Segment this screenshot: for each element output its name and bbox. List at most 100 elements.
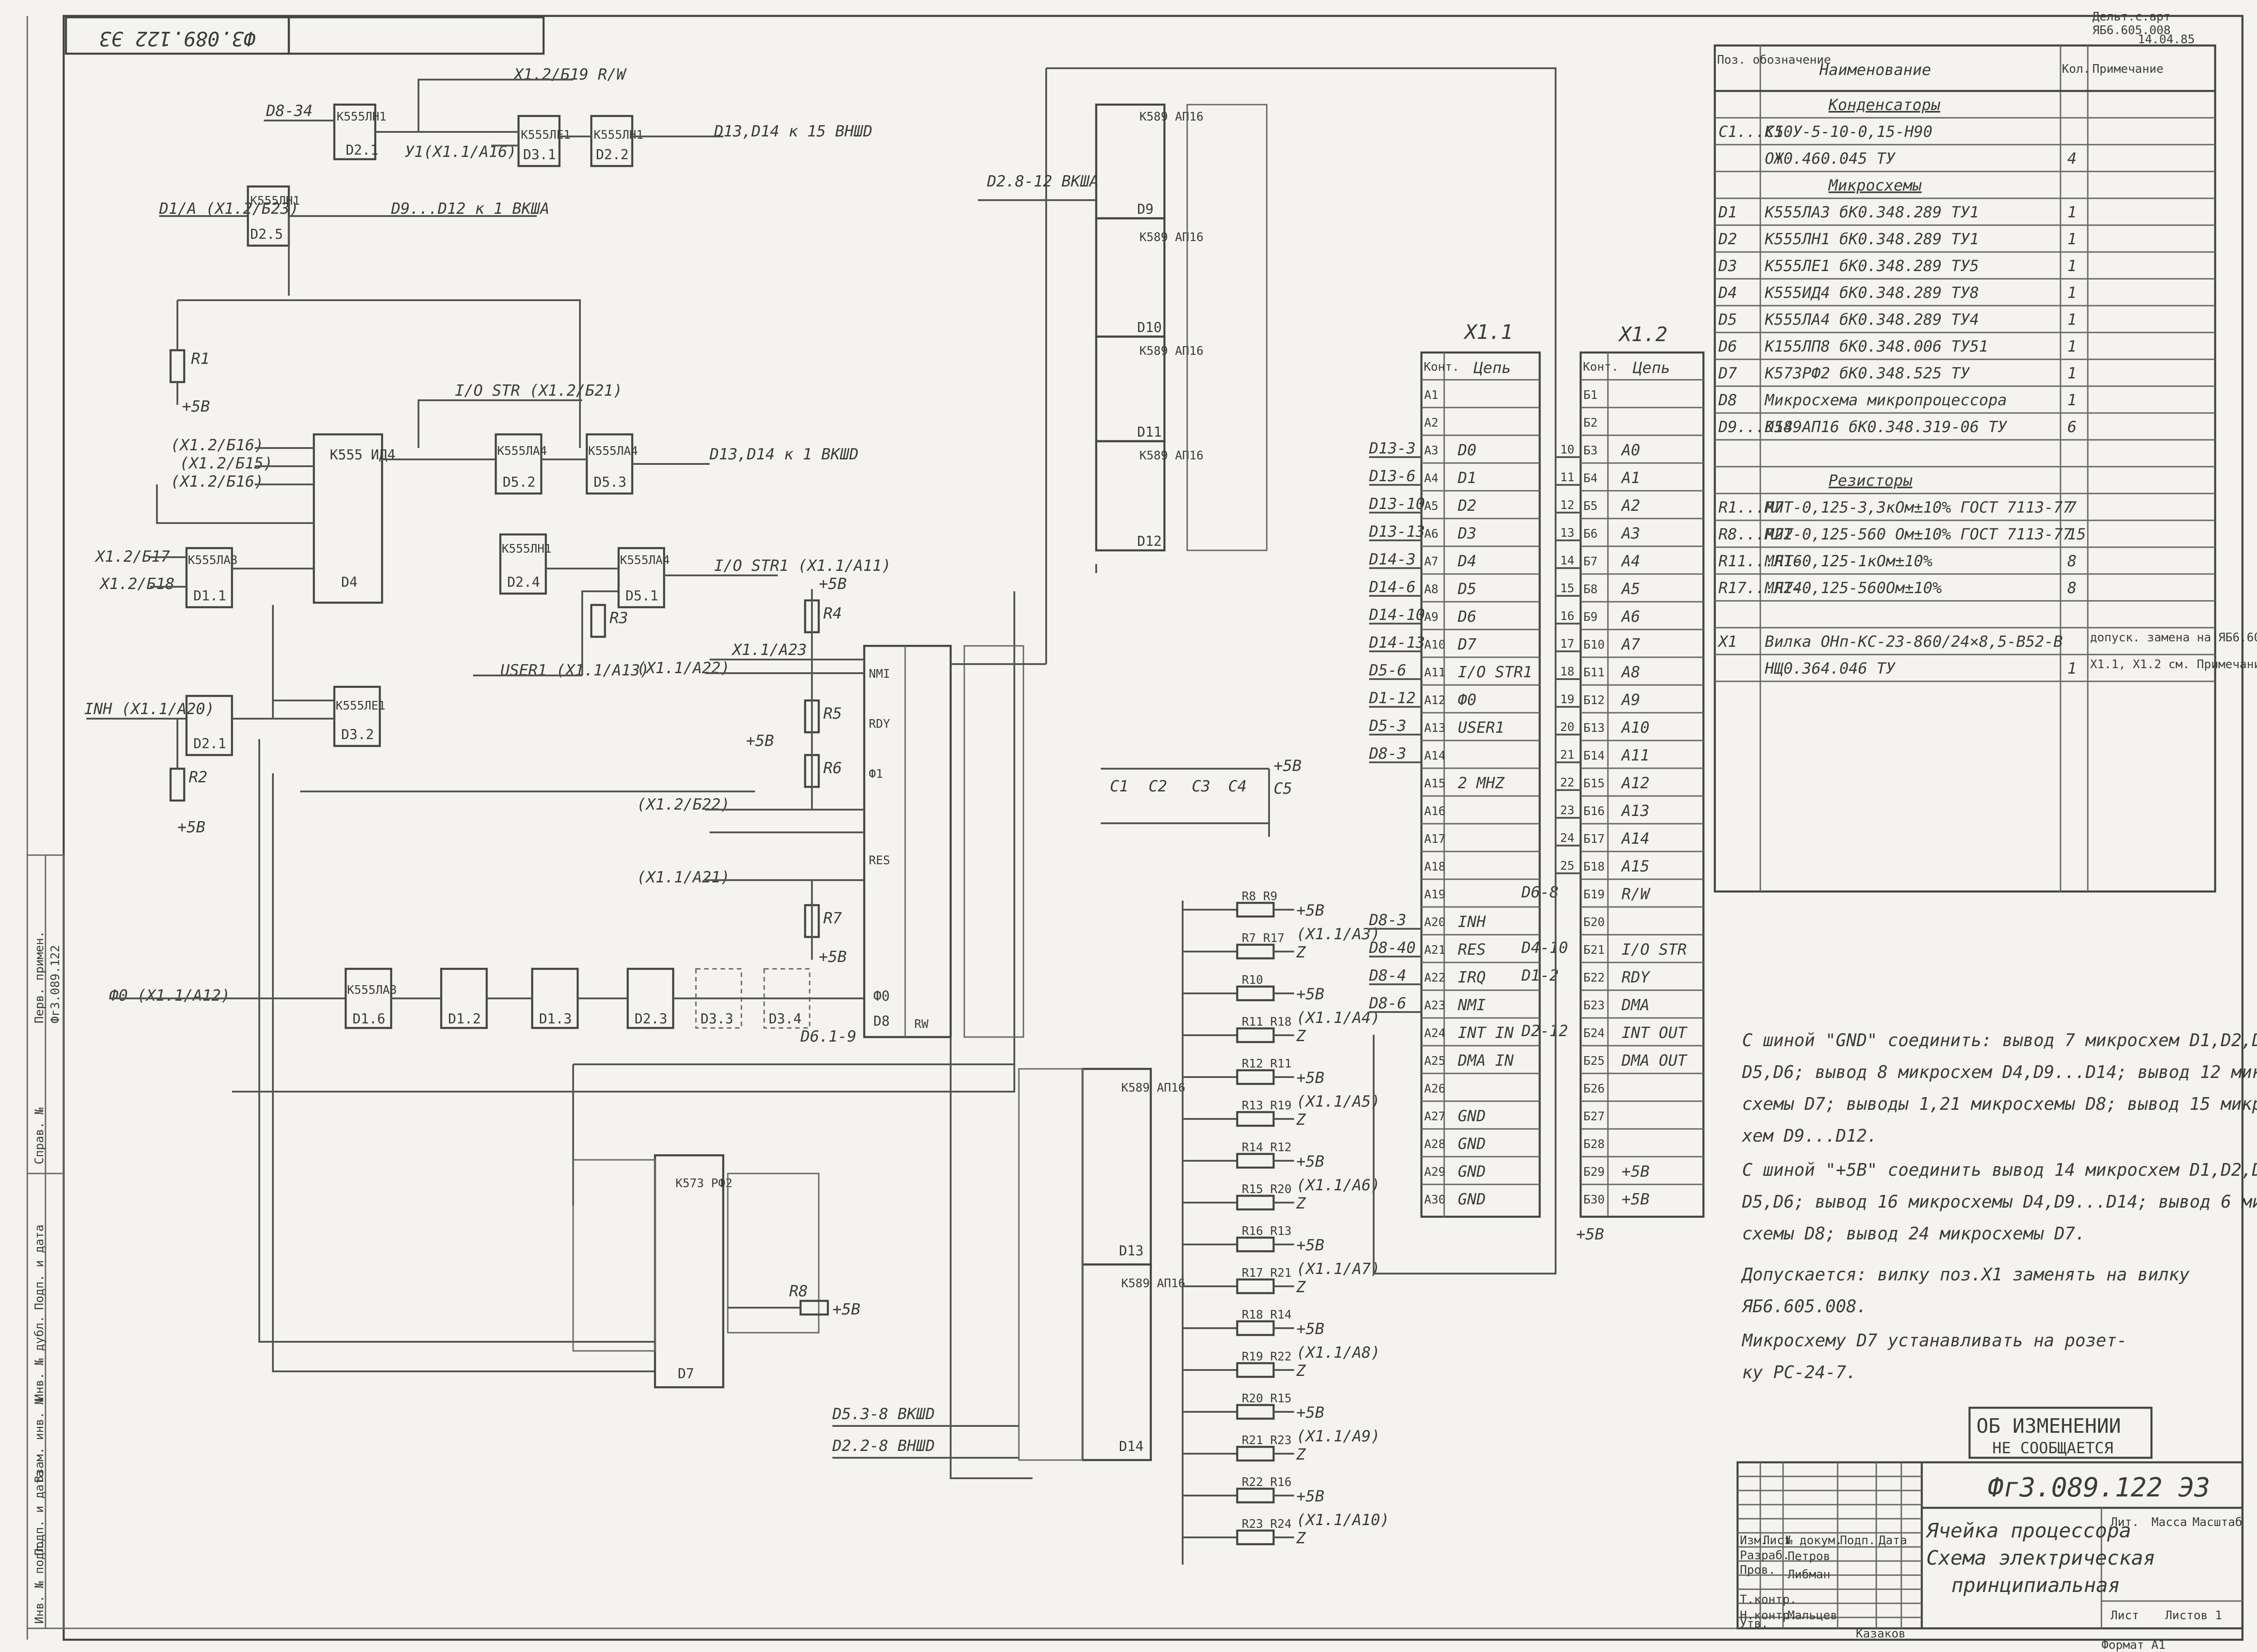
x11-net: D1 [1457, 469, 1476, 487]
margin-podp2: Подп. и дата [33, 1470, 46, 1556]
x11-left-net: D8-3 [1369, 745, 1406, 763]
ladder-resistor-label: R21 R23 [1242, 1434, 1292, 1447]
x11-net: IRQ [1458, 968, 1486, 987]
x12-net: A15 [1621, 857, 1649, 876]
tb-role: Пров. [1740, 1563, 1775, 1577]
x11-pin: A1 [1424, 388, 1438, 402]
x11-pin: A7 [1424, 555, 1438, 569]
ladder-rail: +5В [1296, 1320, 1324, 1338]
cap-c4: C4 [1228, 777, 1247, 796]
sig-rw: X1.2/Б19 R/W [513, 65, 627, 84]
bom-pos: R11...R16 [1718, 552, 1802, 570]
x11-net: INH [1458, 913, 1486, 931]
bom-name: ОЖ0.460.045 ТУ [1765, 150, 1896, 168]
ladder-rail: Z [1296, 1362, 1306, 1380]
bom-name: К555ЛН1 бК0.348.289 ТУ1 [1764, 230, 1979, 248]
svg-text:+5В: +5В [1274, 757, 1301, 775]
svg-text:D11: D11 [1137, 424, 1162, 440]
svg-text:R8: R8 [789, 1282, 808, 1300]
svg-text:D1.6: D1.6 [353, 1011, 385, 1027]
x12-left-pin: 25 [1560, 859, 1574, 873]
margin-vzam: Взам. инв. № [33, 1397, 46, 1483]
sig-io-str: I/O STR (X1.2/Б21) [455, 382, 622, 400]
lit-label: Лит. [2111, 1516, 2139, 1529]
sig-x11-a21: (X1.1/A21) [637, 868, 730, 886]
ladder-resistor-label: R17 R21 [1242, 1266, 1292, 1280]
capacitor-bank: +5В C1 C2 C3 C4 C5 [1101, 757, 1301, 837]
margin-inv-dubl: Инв. № дубл. [33, 1315, 46, 1401]
chip-d5-2-label: K555ЛА4 [497, 444, 547, 458]
svg-text:RDY: RDY [869, 717, 890, 731]
svg-text:+5В: +5В [819, 948, 846, 966]
x12-net: A6 [1621, 608, 1640, 626]
ladder-rail: Z [1296, 1529, 1306, 1547]
bom-name: МЛТ-0,125-560 Ом±10% ГОСТ 7113-77 [1764, 525, 2072, 544]
margin-doc: Фг3.089.122 [49, 945, 62, 1023]
sig-d9-d12: D9...D12 к 1 ВКША [391, 200, 549, 218]
svg-text:D2.3: D2.3 [635, 1011, 667, 1027]
svg-text:D1.2: D1.2 [448, 1011, 481, 1027]
change-line1: ОБ ИЗМЕНЕНИИ [1976, 1415, 2121, 1438]
x11-net: RES [1458, 941, 1486, 959]
x11-pin: A11 [1424, 666, 1446, 680]
ladder-resistor-label: R16 R13 [1242, 1224, 1292, 1238]
sig-d13-vkshd: D13,D14 к 1 ВКШD [709, 445, 859, 463]
ladder-net: (X1.1/A10) [1296, 1511, 1390, 1529]
x11-left-net: D13-3 [1369, 439, 1416, 458]
title-line3: принципиальная [1951, 1574, 2120, 1597]
x11-net: D5 [1457, 580, 1476, 598]
x11-pin: A4 [1424, 472, 1438, 485]
ladder-rail: Z [1296, 1446, 1306, 1464]
sheet-label: Лист [2111, 1609, 2139, 1622]
x11-left-net: D5-6 [1369, 661, 1406, 680]
x12-pin: Б20 [1583, 916, 1605, 929]
bom-qty: 1 [2067, 364, 2076, 383]
x12-left-pin: 14 [1560, 554, 1574, 568]
note-line: Допускается: вилку поз.X1 заменять на ви… [1741, 1264, 2190, 1284]
x12-left-pin: 18 [1560, 665, 1574, 679]
bom-qty: 7 [2067, 499, 2077, 517]
note-line: С шиной "+5В" соединить вывод 14 микросх… [1742, 1160, 2257, 1180]
bom-pos: D9...D14 [1718, 418, 1793, 436]
change-notice: ОБ ИЗМЕНЕНИИ НЕ СООБЩАЕТСЯ [1968, 1406, 2153, 1459]
x11-pin: A18 [1424, 860, 1446, 874]
x11-pin: A12 [1424, 694, 1446, 707]
svg-text:NMI: NMI [869, 667, 890, 681]
svg-text:X1.2/Б18: X1.2/Б18 [99, 575, 175, 593]
bom-name: Микросхема микропроцессора [1764, 391, 2007, 409]
sig-x12-b22: (X1.2/Б22) [637, 796, 730, 814]
bom-qty: 1 [2067, 311, 2076, 329]
note-line: ЯБ6.605.008. [1741, 1296, 1867, 1316]
x11-pin: A29 [1424, 1165, 1446, 1179]
buffer-stack-top: K589 АП16 D9 K589 АП16 D10 K589 АП16 D11… [978, 67, 1557, 573]
chip-d12 [1095, 440, 1166, 552]
svg-text:(X1.2/Б15): (X1.2/Б15) [180, 454, 273, 473]
sig-d2-8-12: D2.8-12 ВКША [987, 172, 1099, 191]
x12-left-pin: 19 [1560, 693, 1574, 706]
x11-net: D0 [1457, 441, 1476, 459]
chip-d11-label: K589 АП16 [1139, 344, 1204, 358]
svg-text:D1.3: D1.3 [539, 1011, 572, 1027]
x12-left-pin: 10 [1560, 443, 1574, 457]
ladder-net: (X1.1/A5) [1296, 1093, 1380, 1111]
bom-name: МЛТ-0,125-1кОм±10% [1764, 552, 1932, 570]
bom-pos: D2 [1718, 230, 1737, 248]
x11-pin: A25 [1424, 1054, 1446, 1068]
x12-pin: Б4 [1583, 472, 1597, 485]
note-line: схемы D7; выводы 1,21 микросхемы D8; выв… [1742, 1094, 2257, 1114]
bom-qty: 1 [2067, 337, 2076, 356]
x11-left-net: D14-10 [1369, 606, 1425, 624]
sig-d13-d14: D13,D14 к 15 ВНШD [714, 122, 872, 141]
x11-pin: A27 [1424, 1110, 1446, 1123]
sig-dma: D1/A (X1.2/Б23) [159, 200, 299, 218]
svg-text:D12: D12 [1137, 534, 1162, 549]
x12-net: A9 [1621, 691, 1640, 709]
approval-b: ЯБ6.605.008 [2092, 24, 2171, 37]
bom-name: К573РФ2 бК0.348.525 ТУ [1764, 364, 1970, 383]
ladder-net: (X1.1/A7) [1296, 1260, 1380, 1278]
x12-net: A1 [1621, 469, 1640, 487]
x12-pin: Б10 [1583, 638, 1605, 652]
x11-pin: A17 [1424, 832, 1446, 846]
corner-number-box: Ф3.089.122 Э3 [65, 16, 545, 55]
